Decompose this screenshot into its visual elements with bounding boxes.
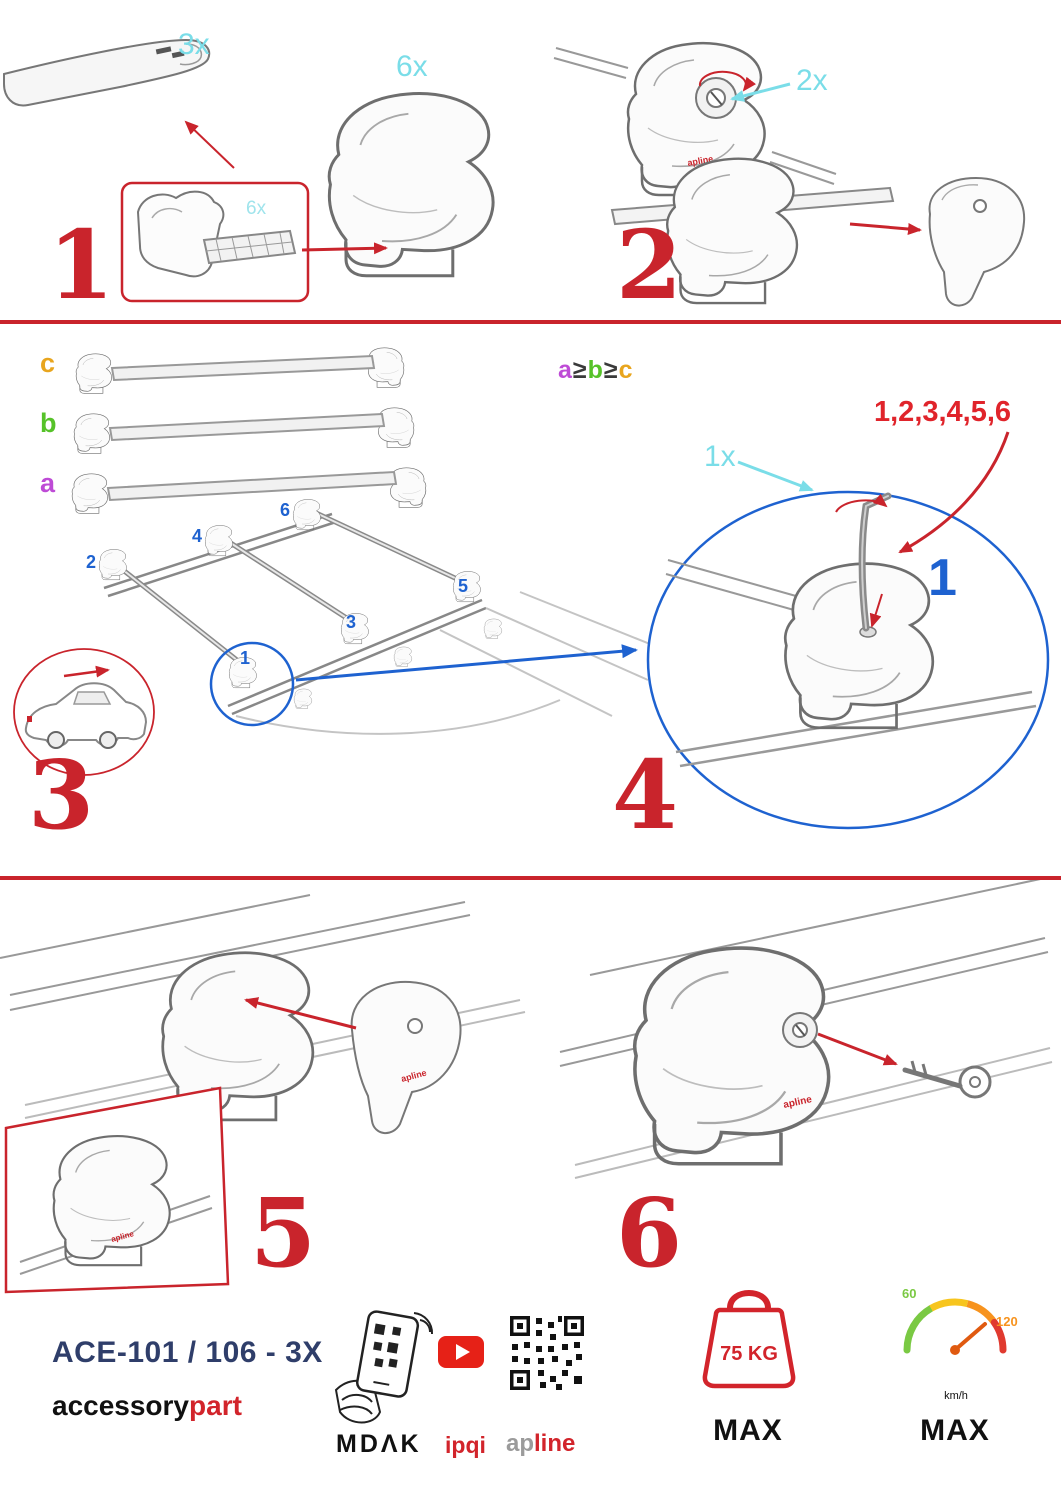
position-label-4: 4 (192, 526, 203, 546)
foot-quantity-label: 6x (396, 50, 428, 83)
size-rule-label: a≥b≥c (558, 356, 634, 385)
step6-drawing: apline (559, 877, 1053, 1179)
speedometer-needle (953, 1322, 987, 1352)
end-cover-drawing (928, 176, 1026, 307)
zoom-link-arrow (295, 644, 638, 682)
size-label-c: c (40, 348, 56, 378)
section-divider-2 (0, 876, 1061, 880)
sequence-callout-1: 1 (928, 549, 957, 607)
lock-cylinder-icon (695, 77, 737, 119)
lock-quantity-label: 2x (796, 64, 828, 97)
cover-attach-arrow (849, 222, 922, 235)
tighten-sequence-label: 1,2,3,4,5,6 (874, 396, 1012, 428)
rule-ge-2: ≥ (603, 356, 619, 384)
scan-signal-icon (413, 1312, 434, 1335)
pad-quantity-label: 6x (246, 198, 267, 219)
accessorypart-logo: accessorypart (52, 1390, 242, 1422)
step2-number: 2 (616, 210, 683, 321)
size-label-a: a (40, 468, 56, 498)
step1-drawing (3, 38, 495, 303)
rule-c: c (618, 356, 634, 384)
cover-slide-arrow (244, 997, 357, 1030)
position-label-6: 6 (280, 500, 291, 520)
step3-size-chart (71, 347, 427, 514)
step6-number: 6 (616, 1178, 683, 1289)
speed-max-label: MAX (920, 1414, 990, 1447)
rubber-pad-inset (120, 181, 310, 303)
step3-roof-scene (13, 499, 661, 776)
pad-insert-arrow (301, 242, 388, 255)
step4-number: 4 (612, 740, 679, 851)
rule-a: a (558, 356, 573, 384)
step1-number: 1 (48, 210, 115, 321)
sequence-arrow (898, 431, 1010, 554)
car-inset (13, 648, 155, 776)
brand-line: line (534, 1430, 576, 1457)
bar-stub-right (769, 151, 837, 185)
key-turn-arrow (835, 493, 888, 513)
bar-pointer-arrow (184, 120, 235, 169)
brand-ap: ap (506, 1430, 535, 1457)
key-qty-arrow (737, 460, 814, 492)
lockable-foot-drawing (632, 946, 831, 1166)
section-divider-1 (0, 320, 1061, 324)
key-insert-arrow (869, 593, 883, 628)
step4-drawing (646, 431, 1050, 830)
lock-turn-arrow (698, 70, 757, 92)
scan-app-icon (334, 1310, 434, 1424)
step3-number: 3 (28, 740, 95, 851)
mdak-logo: MDΛK (336, 1430, 422, 1458)
qr-code-icon (510, 1316, 584, 1390)
rule-b: b (587, 356, 604, 384)
position-label-2: 2 (86, 552, 97, 572)
cover-piece-drawing: apline (350, 980, 462, 1134)
brand-accessory: accessory (52, 1390, 190, 1421)
detail-highlight-circle (209, 641, 295, 727)
key-quantity-label: 1x (704, 440, 736, 473)
step2-drawing: apline (553, 41, 1026, 307)
brand-part: part (189, 1390, 242, 1421)
lock-qty-arrow (730, 82, 791, 102)
weight-max-label: MAX (713, 1414, 783, 1447)
windshield-lines (235, 591, 661, 735)
max-weight-value: 75 KG (720, 1343, 778, 1365)
rule-ge-1: ≥ (572, 356, 588, 384)
mounted-foot-drawing (665, 157, 799, 305)
step5-number: 5 (250, 1178, 317, 1289)
youtube-icon (438, 1336, 484, 1368)
size-label-b: b (40, 408, 57, 438)
position-label-3: 3 (346, 612, 357, 632)
speed-low-label: 60 (902, 1286, 917, 1301)
key-icon (902, 1060, 992, 1099)
key-to-lock-arrow (817, 1032, 898, 1066)
speed-high-label: 120 (996, 1314, 1018, 1329)
max-weight-icon: 75 KG (702, 1290, 796, 1389)
bar-in-zoom (665, 559, 797, 611)
crossbar-profile-drawing (3, 38, 211, 107)
position-label-1: 1 (240, 648, 251, 668)
car-direction-arrow (63, 665, 110, 678)
bar-quantity-label: 3x (178, 28, 210, 61)
position-label-5: 5 (458, 576, 469, 596)
model-label: ACE-101 / 106 - 3X (52, 1336, 323, 1369)
ipqi-logo: ipqi (445, 1432, 486, 1458)
lock-cylinder-icon (782, 1012, 818, 1048)
step5-drawing: apline apline (0, 894, 526, 1294)
speedometer-icon (903, 1298, 1007, 1355)
step5-inset: apline (4, 1086, 230, 1294)
rail-in-zoom (675, 690, 1037, 768)
bar-stub-left (553, 47, 629, 79)
speed-unit-label: km/h (944, 1390, 968, 1402)
near-roof-rail (227, 598, 487, 716)
apline-logo: apline (506, 1430, 575, 1458)
